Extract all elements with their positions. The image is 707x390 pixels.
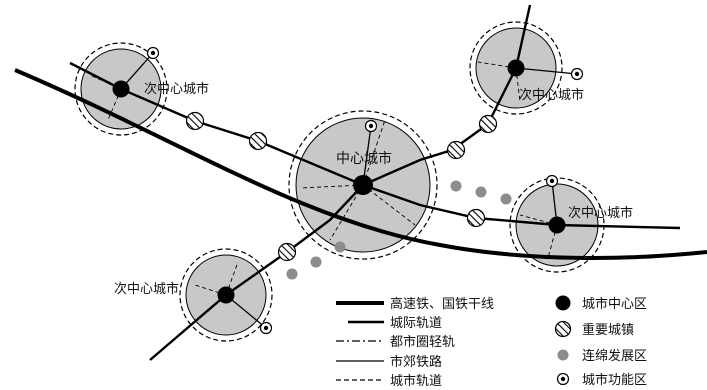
important-town-marker	[277, 242, 297, 262]
city-center-marker	[112, 80, 130, 98]
sw-city-label: 次中心城市	[114, 281, 179, 297]
legend-lines: 高速铁、国铁干线 城际轨道 都市圈轻轨 市郊铁路 城市轨道	[336, 296, 494, 389]
city-center-marker	[217, 286, 235, 304]
important-towns	[185, 111, 498, 262]
important-town-marker	[185, 111, 205, 131]
city-function-marker	[570, 67, 584, 81]
legend-symbols: 城市中心区 重要城镇 连绵发展区 城市功能区	[554, 295, 647, 388]
legend-urban-rail-label: 城市轨道	[390, 373, 442, 389]
legend-continuous-development-label: 连绵发展区	[582, 348, 647, 364]
ne-city-boundary	[469, 21, 563, 115]
legend-high-speed-rail-label: 高速铁、国铁干线	[390, 296, 494, 312]
development-dot	[286, 268, 298, 280]
important-town-marker	[478, 114, 498, 134]
legend-important-town-label: 重要城镇	[582, 322, 634, 338]
city-center-marker	[507, 59, 525, 77]
city-function-marker	[146, 46, 160, 60]
legend-continuous-development-swatch	[557, 349, 569, 361]
important-town-marker	[446, 140, 466, 160]
development-dot	[334, 241, 346, 253]
legend-important-town-swatch	[554, 320, 572, 338]
legend-suburban-railway-label: 市郊铁路	[390, 354, 442, 370]
e-city-label: 次中心城市	[568, 205, 633, 221]
nw-city-label: 次中心城市	[144, 81, 209, 97]
legend-metro-light-rail-label: 都市圈轻轨	[390, 334, 455, 350]
city-function-marker	[545, 174, 559, 188]
sw-city-boundary	[179, 248, 273, 342]
development-dot	[475, 186, 487, 198]
legend-city-center-label: 城市中心区	[582, 296, 647, 312]
legend-city-function-label: 城市功能区	[582, 372, 647, 388]
development-dot	[500, 193, 512, 205]
city-centers	[112, 59, 566, 304]
continuous-development-dots	[286, 180, 512, 280]
center-city-boundary	[288, 110, 438, 260]
city-function-markers	[146, 46, 584, 335]
city-center-marker	[353, 175, 373, 195]
important-town-marker	[466, 208, 486, 228]
legend-city-center-swatch	[555, 295, 571, 311]
legend-city-function-swatch	[556, 372, 570, 386]
nw-city-boundary	[74, 42, 168, 136]
city-function-marker	[364, 119, 378, 133]
development-dot	[450, 180, 462, 192]
development-dot	[310, 256, 322, 268]
city-center-marker	[548, 216, 566, 234]
important-town-marker	[248, 131, 268, 151]
center-city-label: 中心城市	[336, 150, 392, 167]
city-function-marker	[259, 321, 273, 335]
ne-city-label: 次中心城市	[519, 87, 584, 103]
high-speed-rail-line	[14, 68, 707, 260]
legend-intercity-rail-label: 城际轨道	[390, 316, 442, 331]
